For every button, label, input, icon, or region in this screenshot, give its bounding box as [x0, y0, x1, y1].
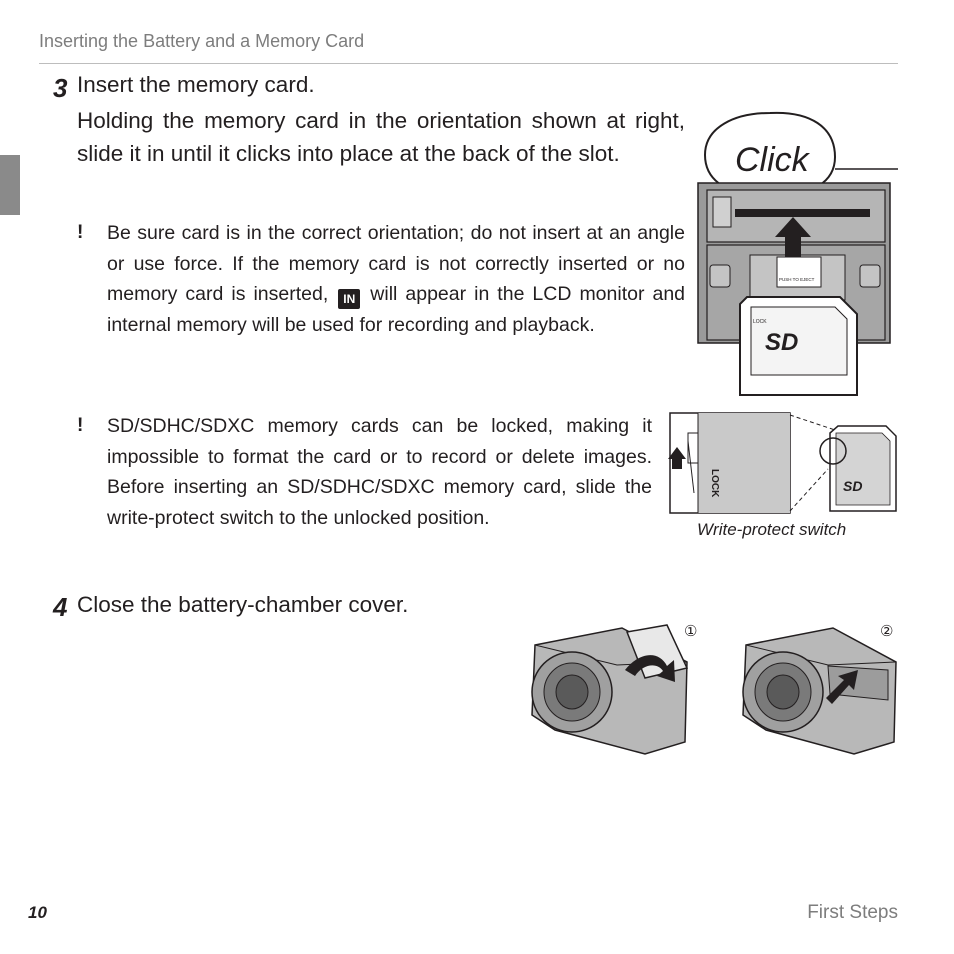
step-3-body: Holding the memory card in the orientati… [77, 108, 685, 166]
close-cover-arrow-icon [625, 655, 675, 682]
internal-memory-icon: IN [338, 289, 361, 309]
chapter-tab [0, 155, 20, 215]
card-lock-label: LOCK [753, 319, 767, 325]
note-write-protect: SD/SDHC/SDXC memory cards can be locked,… [107, 415, 652, 529]
caution-icon: ǃ [77, 415, 84, 436]
click-label: Click [735, 141, 811, 179]
slide-cover-arrow-icon [826, 670, 858, 704]
eject-label: PUSH TO EJECT [779, 277, 815, 282]
camera-cover-lowering-illustration: ① [531, 623, 697, 755]
note-orientation-text-end: will appear in the LCD monitor and inter… [107, 283, 686, 336]
small-sd-logo: SD [843, 478, 862, 494]
unlock-arrow-icon [668, 447, 686, 469]
lock-label: LOCK [709, 469, 720, 498]
card-insertion-illustration: Click PUSH TO EJECT LOCK SD [697, 111, 898, 396]
step-3-title: Insert the memory card. [77, 72, 315, 97]
sd-logo: SD [765, 329, 798, 356]
figure-2-marker: ② [880, 623, 893, 640]
camera-cover-sliding-illustration: ② [742, 623, 897, 755]
running-header: Inserting the Battery and a Memory Card [39, 31, 365, 51]
insert-arrow-icon [775, 217, 811, 257]
note-orientation-text-start: Be sure card is in the correct orientati… [107, 222, 685, 305]
figure-1-marker: ① [684, 623, 697, 640]
section-name: First Steps [807, 902, 898, 923]
write-protect-illustration: LOCK SD [668, 412, 897, 514]
note-orientation: Be sure card is in the correct orientati… [107, 218, 685, 340]
step-3-number: 3 [53, 73, 68, 103]
step-4-title: Close the battery-chamber cover. [77, 592, 409, 617]
step-4-number: 4 [53, 592, 68, 622]
write-protect-caption: Write-protect switch [697, 520, 847, 539]
page-number: 10 [28, 903, 47, 922]
caution-icon: ǃ [77, 222, 84, 243]
header-divider [39, 63, 898, 64]
